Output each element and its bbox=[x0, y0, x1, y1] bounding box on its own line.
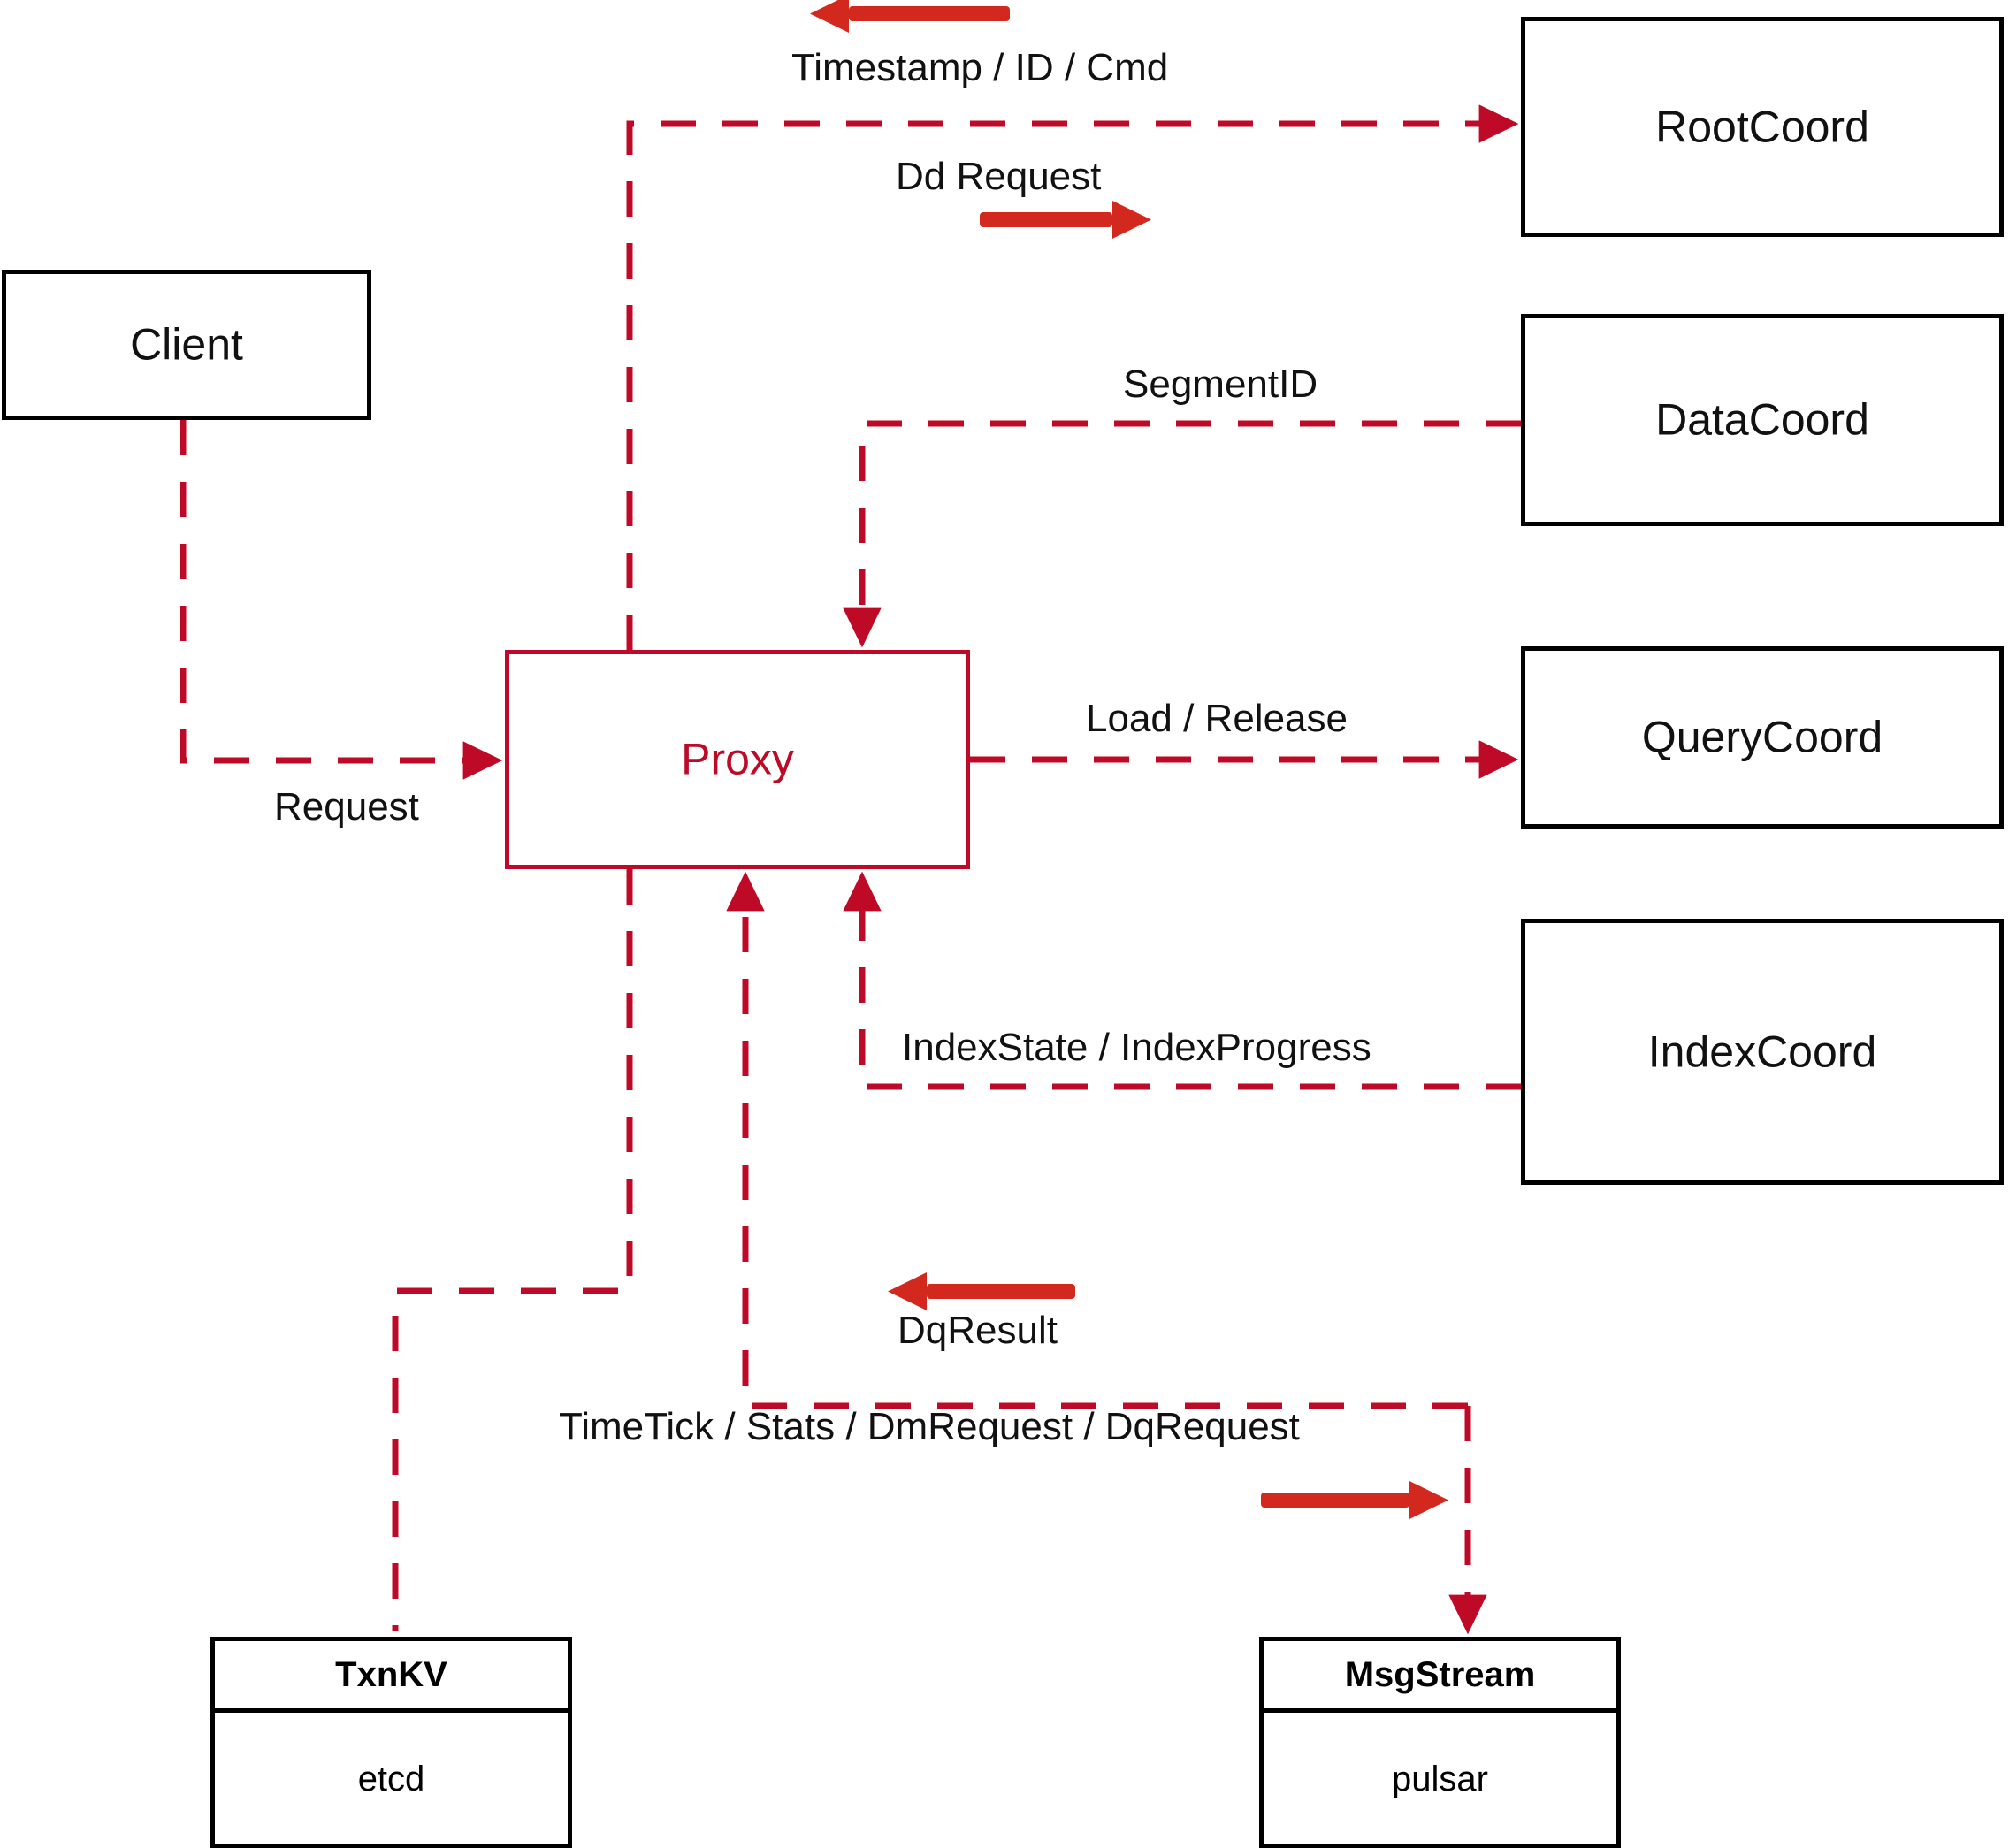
edge-label-segmentid: SegmentID bbox=[1123, 363, 1318, 406]
wire-msgstream-to-proxy bbox=[726, 871, 1468, 1409]
direction-arrow-dd-request bbox=[980, 201, 1151, 239]
node-proxy-label: Proxy bbox=[681, 734, 794, 784]
component-msgstream-header: MsgStream bbox=[1264, 1641, 1616, 1713]
edge-label-indexstate-indexprogress: IndexState / IndexProgress bbox=[902, 1026, 1371, 1069]
wire-indexcoord-to-proxy bbox=[843, 871, 1521, 1090]
direction-arrows bbox=[810, 0, 1448, 1519]
node-datacoord-label: DataCoord bbox=[1655, 394, 1869, 445]
edge-label-request: Request bbox=[274, 785, 419, 829]
edge-label-dd-request: Dd Request bbox=[896, 155, 1102, 198]
component-txnkv-header: TxnKV bbox=[215, 1641, 568, 1713]
node-querycoord[interactable]: QueryCoord bbox=[1521, 646, 2004, 829]
node-rootcoord[interactable]: RootCoord bbox=[1521, 17, 2004, 237]
component-msgstream[interactable]: MsgStream pulsar bbox=[1259, 1637, 1621, 1848]
node-proxy[interactable]: Proxy bbox=[505, 650, 970, 869]
node-client[interactable]: Client bbox=[2, 270, 371, 420]
edge-label-load-release: Load / Release bbox=[1086, 697, 1348, 740]
component-txnkv[interactable]: TxnKV etcd bbox=[210, 1637, 572, 1848]
component-msgstream-body: pulsar bbox=[1392, 1759, 1488, 1798]
direction-arrow-dqresult bbox=[888, 1272, 1075, 1310]
wire-datacoord-to-proxy bbox=[843, 420, 1521, 648]
edge-label-timestamp-id-cmd: Timestamp / ID / Cmd bbox=[791, 46, 1169, 89]
node-indexcoord[interactable]: IndexCoord bbox=[1521, 919, 2004, 1185]
node-indexcoord-label: IndexCoord bbox=[1647, 1027, 1877, 1076]
node-rootcoord-label: RootCoord bbox=[1655, 102, 1869, 151]
component-txnkv-body: etcd bbox=[357, 1759, 425, 1798]
edge-label-timetick-stats: TimeTick / Stats / DmRequest / DqRequest bbox=[559, 1405, 1300, 1448]
wire-proxy-to-txnkv bbox=[392, 869, 633, 1631]
wire-client-to-proxy bbox=[180, 420, 503, 780]
wire-proxy-to-rootcoord bbox=[626, 104, 1519, 650]
direction-arrow-timestamp-id-cmd bbox=[810, 0, 1010, 33]
edge-label-dqresult: DqResult bbox=[898, 1309, 1058, 1352]
direction-arrow-timetick-stats bbox=[1261, 1481, 1448, 1519]
node-querycoord-label: QueryCoord bbox=[1641, 712, 1883, 762]
node-client-label: Client bbox=[130, 319, 243, 370]
node-datacoord[interactable]: DataCoord bbox=[1521, 314, 2004, 526]
